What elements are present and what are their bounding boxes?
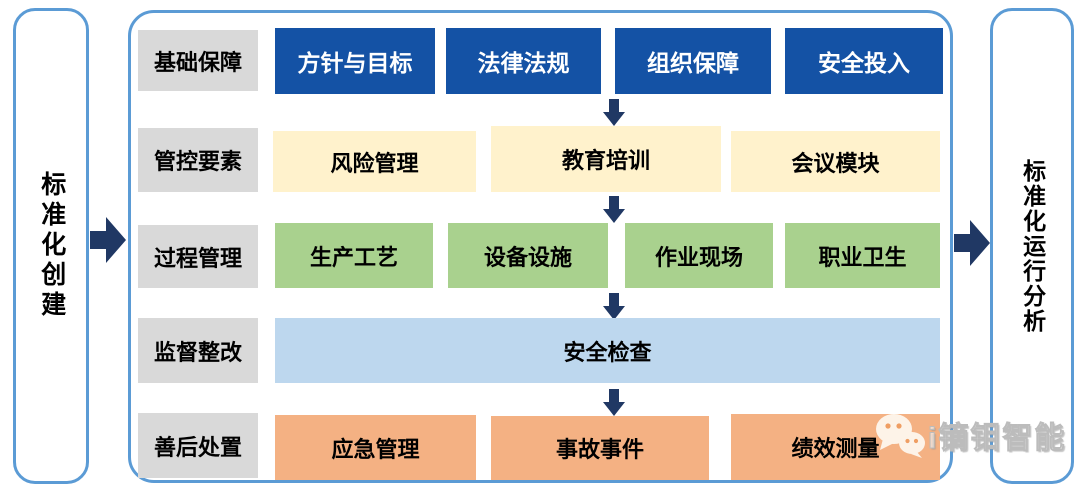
row-label-supervision-rectification: 监督整改 <box>138 318 258 383</box>
left-stage-label: 标准化创建 <box>37 171 66 321</box>
flow-box-emergency-management: 应急管理 <box>275 415 476 480</box>
flow-arrow-down-icon <box>603 293 625 320</box>
left-stage-panel: 标准化创建 <box>13 8 89 484</box>
flow-arrow-down-icon <box>603 196 625 223</box>
flow-arrow-down-icon <box>603 389 625 416</box>
flow-box-org-support: 组织保障 <box>615 28 771 94</box>
flow-box-accident-incident: 事故事件 <box>491 416 709 480</box>
flow-box-risk-management: 风险管理 <box>273 131 476 192</box>
flow-box-laws-regulations: 法律法规 <box>446 28 601 94</box>
flow-box-education-training: 教育培训 <box>491 126 721 192</box>
row-label-control-elements: 管控要素 <box>138 128 258 192</box>
row-label-basic-support: 基础保障 <box>138 30 258 91</box>
flow-box-equipment-facilities: 设备设施 <box>448 223 608 288</box>
row-label-process-management: 过程管理 <box>138 225 258 288</box>
row-label-aftermath-handling: 善后处置 <box>138 413 258 478</box>
flow-box-policy-goals: 方针与目标 <box>275 28 435 94</box>
flow-box-safety-inspection: 安全检查 <box>275 318 940 383</box>
flow-box-performance-measurement: 绩效测量 <box>731 414 940 480</box>
flow-arrow-right-icon <box>954 220 990 266</box>
flow-arrow-down-icon <box>603 99 625 126</box>
flow-box-occupational-health: 职业卫生 <box>785 223 940 288</box>
flow-arrow-right-icon <box>90 217 126 263</box>
flow-diagram-panel: 基础保障 方针与目标 法律法规 组织保障 安全投入 管控要素 风险管理 教育培训… <box>128 10 953 483</box>
flow-box-meeting-module: 会议模块 <box>731 131 940 192</box>
flow-box-safety-investment: 安全投入 <box>785 28 943 94</box>
right-stage-panel: 标准化运行分析 <box>990 8 1074 484</box>
right-stage-label: 标准化运行分析 <box>1019 158 1046 334</box>
flow-box-work-site: 作业现场 <box>625 223 773 288</box>
flow-box-production-process: 生产工艺 <box>275 223 433 288</box>
